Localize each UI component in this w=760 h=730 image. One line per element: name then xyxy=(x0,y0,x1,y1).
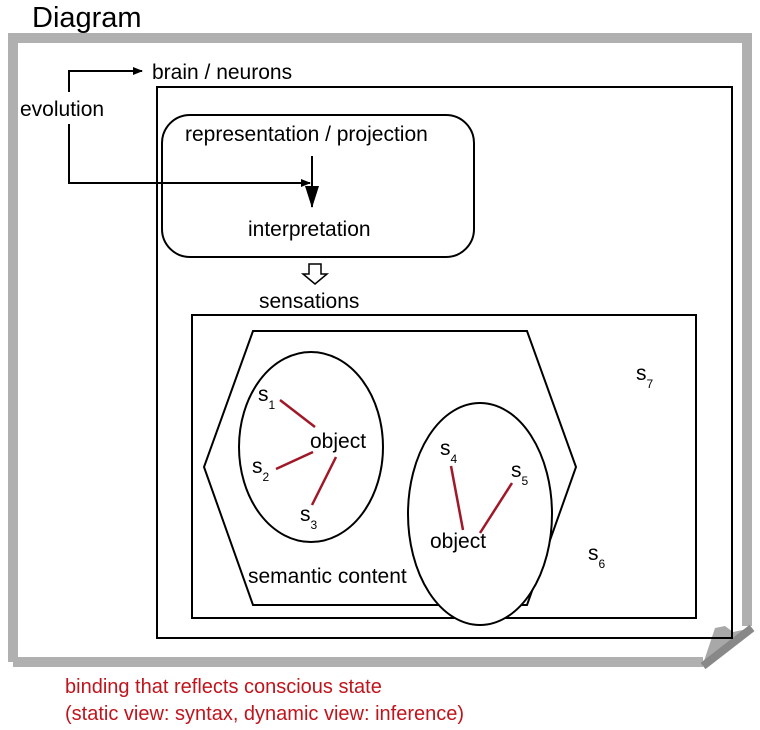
representation-label: representation / projection xyxy=(185,123,428,146)
sensations-label: sensations xyxy=(259,290,359,313)
binding-lines-object-1 xyxy=(275,399,338,506)
outer-frame xyxy=(8,33,755,670)
binding-lines-object-2 xyxy=(449,465,514,534)
interpretation-label: interpretation xyxy=(248,218,371,241)
hollow-down-arrow-icon xyxy=(300,263,330,285)
brain-box xyxy=(156,86,733,639)
sensation-s1: s1 xyxy=(258,383,276,412)
sensations-box xyxy=(191,314,697,619)
semantic-content-hexagon xyxy=(202,330,578,606)
evolution-arrow-to-brain xyxy=(68,67,143,92)
semantic-content-label: semantic content xyxy=(248,565,407,588)
evolution-label: evolution xyxy=(20,98,104,121)
brain-label: brain / neurons xyxy=(152,61,292,84)
sensation-s6: s6 xyxy=(588,542,606,571)
sensation-s4: s4 xyxy=(440,437,458,466)
object-1-label: object xyxy=(310,430,366,453)
sensation-s3: s3 xyxy=(300,503,318,532)
object-2-label: object xyxy=(430,530,486,553)
evolution-arrow-to-interpretation xyxy=(68,124,311,187)
diagram-title: Diagram xyxy=(32,2,142,34)
representation-box xyxy=(161,114,475,258)
sensation-s5: s5 xyxy=(511,459,529,488)
sensation-s2: s2 xyxy=(252,455,270,484)
object-2-ellipse xyxy=(407,402,553,626)
object-1-ellipse xyxy=(238,351,384,543)
caption-line-1: binding that reflects conscious state xyxy=(65,676,382,698)
caption-line-2: (static view: syntax, dynamic view: infe… xyxy=(65,703,464,725)
sensation-s7: s7 xyxy=(636,362,654,391)
